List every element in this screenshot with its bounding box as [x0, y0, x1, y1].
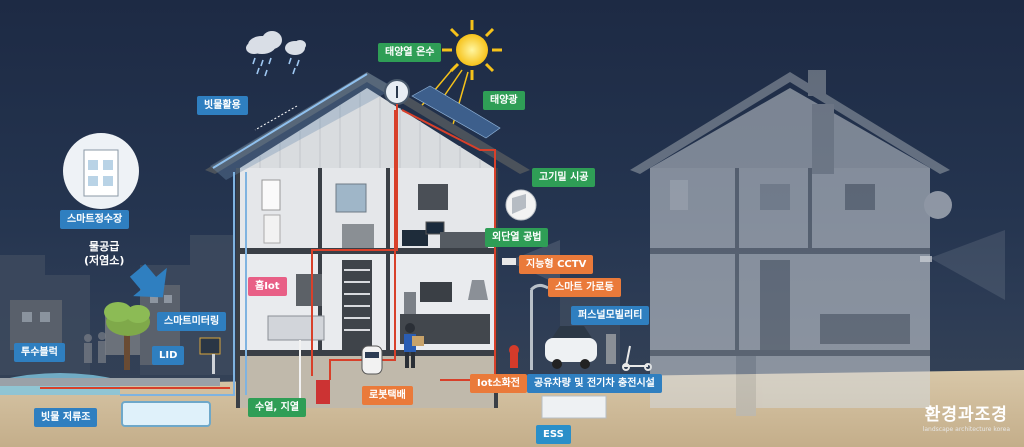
label-robot-delivery: 로봇택배	[362, 386, 413, 405]
label-water-supply: 물공급 (저염소)	[84, 240, 124, 268]
sun-icon	[442, 20, 502, 80]
label-smart-purifier: 스마트정수장	[60, 210, 130, 229]
label-solar-thermal: 태양열 온수	[378, 43, 442, 62]
label-ev-sharing: 공유차량 및 전기차 충전시설	[527, 374, 662, 393]
kickboard-icon	[622, 345, 652, 371]
label-water-supply-line2: (저염소)	[84, 254, 125, 267]
courier-person-icon	[404, 323, 424, 368]
smart-meter-board	[199, 337, 221, 355]
label-geothermal: 수열, 지열	[248, 398, 307, 417]
label-smart-metering: 스마트미터링	[157, 312, 227, 331]
people-silhouette	[84, 332, 106, 363]
label-lid: LID	[152, 346, 185, 365]
label-water-supply-line1: 물공급	[89, 240, 120, 253]
rain-drops	[252, 57, 300, 77]
rain-tank	[121, 401, 211, 427]
robot-delivery-icon	[361, 345, 383, 375]
solar-panels	[411, 85, 501, 139]
label-home-iot: 홈Iot	[248, 277, 287, 296]
sidewalk	[0, 378, 220, 386]
heat-pump	[316, 380, 330, 404]
street-light-icon	[529, 283, 549, 370]
label-external-insulation: 외단열 공법	[485, 228, 549, 247]
tree-icon	[104, 302, 150, 370]
brand-subtitle: landscape architecture korea	[922, 426, 1010, 433]
cctv-beam-right	[930, 230, 1005, 300]
purifier-house-icon	[63, 133, 139, 209]
label-ess: ESS	[536, 425, 571, 444]
label-connectors	[254, 105, 298, 131]
label-rainwater-use: 빗물활용	[197, 96, 248, 115]
label-solar-pv: 태양광	[483, 91, 525, 110]
label-airtight: 고기밀 시공	[532, 168, 596, 187]
rain-cloud-icon	[246, 31, 306, 55]
secondary-house	[630, 70, 952, 416]
hydrant-icon	[509, 345, 519, 368]
airtight-window-icon	[505, 189, 537, 221]
label-rain-storage: 빗물 저류조	[34, 408, 98, 427]
water-arrow-icon	[129, 263, 167, 298]
label-permeable-block: 투수블럭	[14, 343, 65, 362]
ess-box	[541, 395, 607, 419]
roof-gutter	[212, 73, 368, 169]
label-smart-streetlight: 스마트 가로등	[548, 278, 621, 297]
label-iot-hydrant: Iot소화전	[470, 374, 527, 393]
label-personal-mobility: 퍼스널모빌리티	[571, 306, 650, 325]
label-smart-cctv: 지능형 CCTV	[519, 255, 594, 274]
electric-car-icon	[545, 326, 616, 369]
brand-logo: 환경과조경 landscape architecture korea	[923, 400, 1010, 433]
brand-name: 환경과조경	[924, 405, 1008, 425]
